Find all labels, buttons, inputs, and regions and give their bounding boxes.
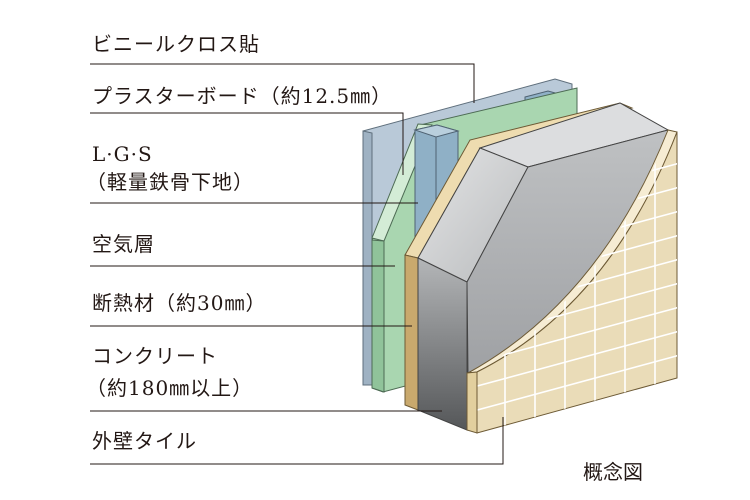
label-concrete-sub: （約180㎜以上） xyxy=(86,376,254,400)
leader-vinyl xyxy=(90,63,475,103)
concrete-layer xyxy=(417,102,670,431)
leader-plasterboard xyxy=(90,112,404,175)
label-lgs-sub: （軽量鉄骨下地） xyxy=(86,170,254,194)
leader-lines xyxy=(90,63,504,465)
label-concrete: コンクリート xyxy=(92,344,218,368)
insulation-layer xyxy=(404,102,634,411)
label-lgs: L·G·S xyxy=(92,142,153,166)
leader-tile xyxy=(90,417,504,465)
label-plasterboard: プラスターボード（約12.5㎜） xyxy=(92,84,393,108)
caption: 概念図 xyxy=(583,460,643,484)
label-tile: 外壁タイル xyxy=(92,429,197,453)
label-vinyl: ビニールクロス貼 xyxy=(92,32,260,56)
label-insulation: 断熱材（約30㎜） xyxy=(92,291,267,315)
label-air: 空気層 xyxy=(92,232,155,256)
